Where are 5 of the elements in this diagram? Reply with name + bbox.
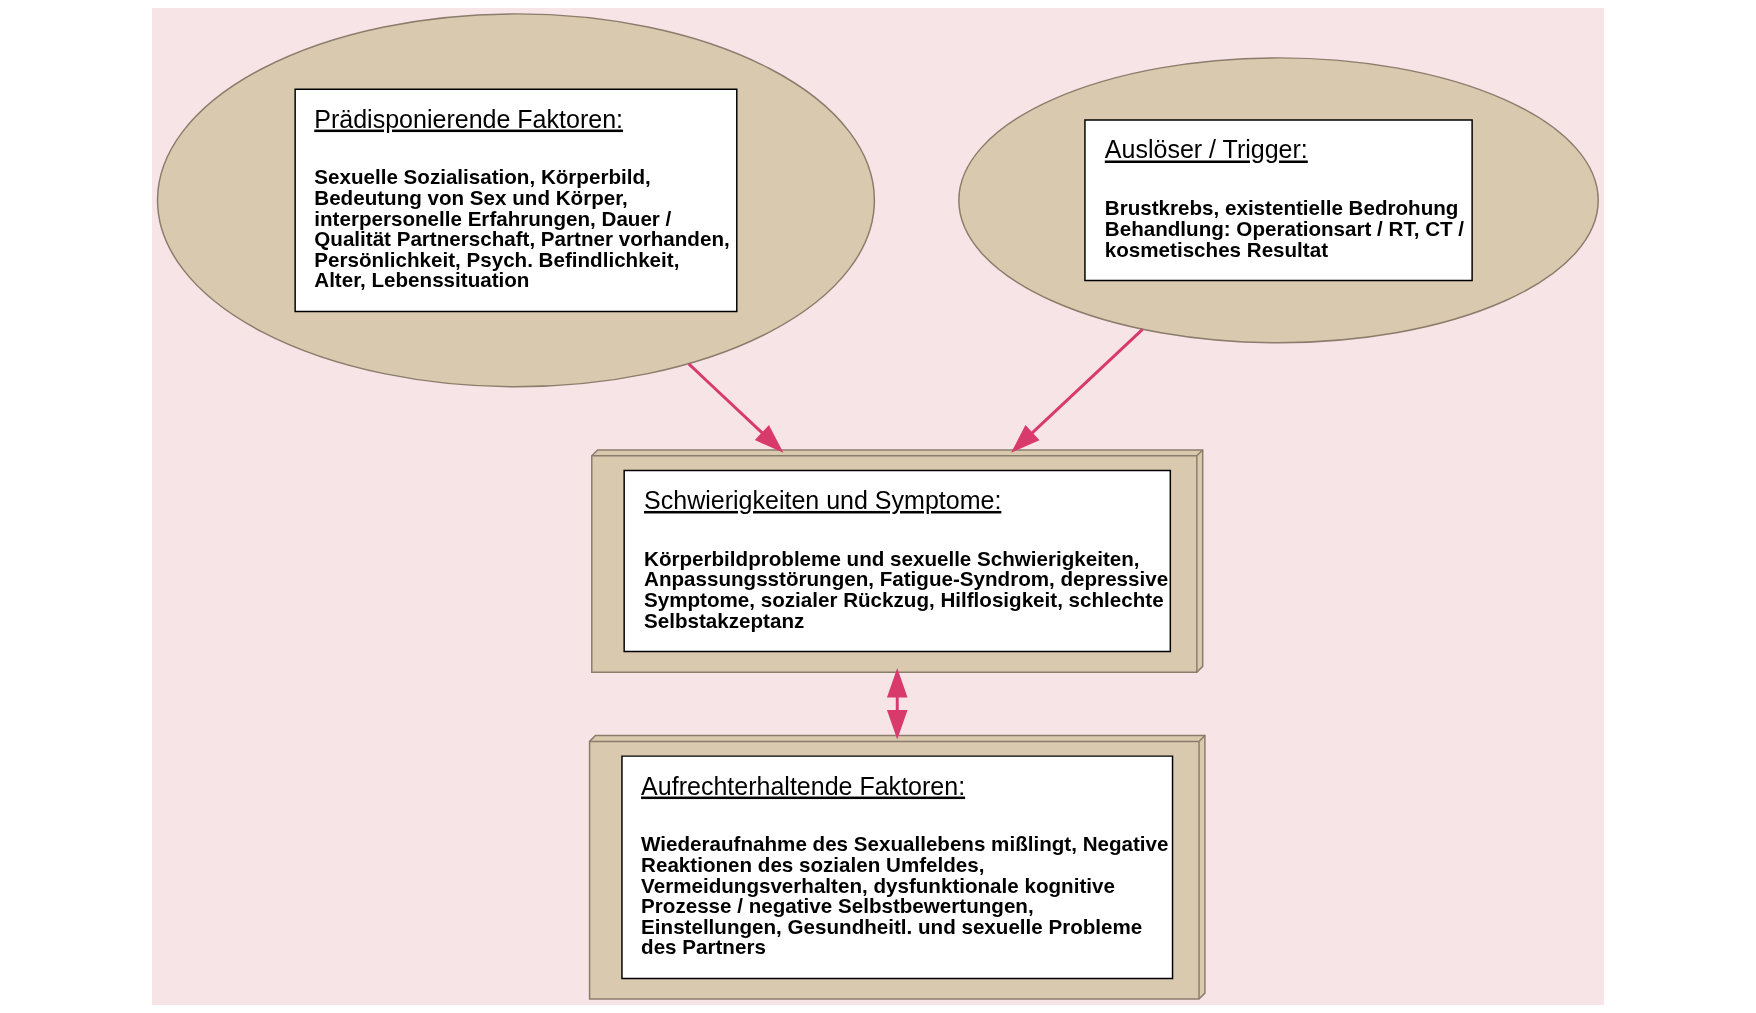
arrow bbox=[886, 668, 908, 740]
node-ellipse: Auslöser / Trigger: Brustkrebs, existentielle Bedrohung Behandlung: Operationsart / RT, CT / kosmetisches Resultat bbox=[958, 57, 1599, 344]
arrow bbox=[1011, 328, 1144, 453]
node-ellipse: Prädisponierende Faktoren: Sexuelle Sozialisation, Körperbild, Bedeutung von Sex und Körper, interpersonelle Erfahrungen, Dauer / Qualität Partnerschaft, Partner vorhanden, Persönlichkeit, Psych. Befindlichkeit, Alter, Lebenssituation bbox=[156, 13, 876, 388]
arrow bbox=[687, 362, 784, 453]
